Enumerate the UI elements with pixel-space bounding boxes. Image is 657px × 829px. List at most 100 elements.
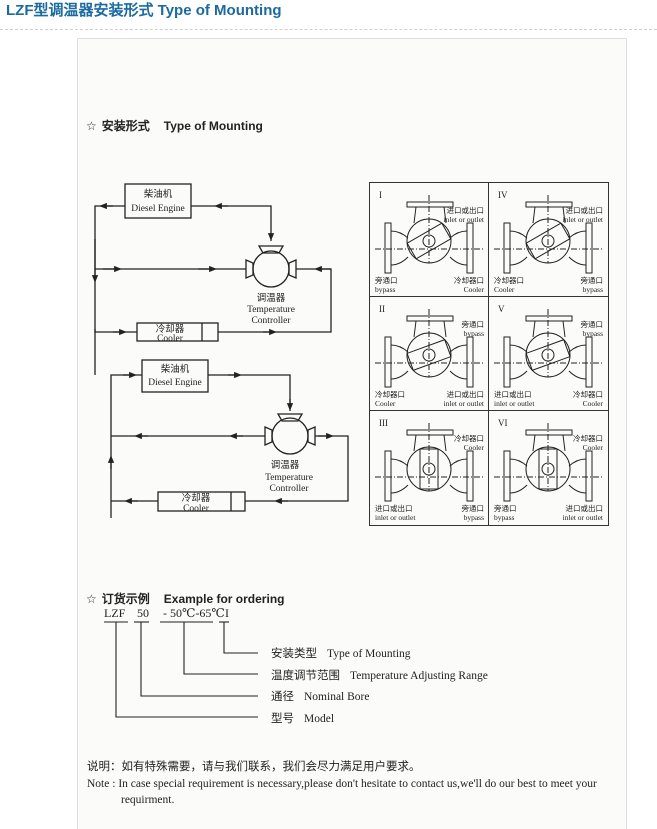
controller-label-en-2: Controller <box>251 316 291 326</box>
left-port-en: inlet or outlet <box>494 399 535 408</box>
engine-box <box>141 359 209 393</box>
valve-drawing <box>375 423 484 502</box>
top-port-zh: 旁通口 <box>462 319 485 329</box>
mounting-numeral: III <box>379 418 388 428</box>
scanned-page: ☆ 安装形式 Type of Mounting <box>78 39 626 829</box>
top-port-zh: 旁通口 <box>581 319 604 329</box>
legend-zh: 型号 <box>271 712 294 725</box>
top-port-zh: 冷却器口 <box>573 433 603 443</box>
mounting-numeral: V <box>498 304 505 314</box>
right-port-en: bypass <box>583 285 603 294</box>
right-port-en: bypass <box>464 513 484 522</box>
left-port-zh: 旁通口 <box>494 503 517 513</box>
top-port-en: Cooler <box>464 443 485 452</box>
ordering-legend-item: 通径 Nominal Bore <box>271 688 369 704</box>
top-port-en: inlet or outlet <box>563 215 604 224</box>
left-port-zh: 进口或出口 <box>375 503 413 513</box>
mounting-numeral: VI <box>498 418 508 428</box>
note-en-line2: requirment. <box>121 794 175 806</box>
flow-diagram-2 <box>107 359 349 518</box>
legend-zh: 安装类型 <box>271 648 317 660</box>
legend-en: Model <box>304 712 335 725</box>
cooler-label-en: Cooler <box>157 334 184 344</box>
flow-diagram-1-labels: 柴油机 Diesel Engine 调温器 Temperature Contro… <box>131 188 295 344</box>
top-port-en: Cooler <box>583 443 604 452</box>
left-port-zh: 冷却器口 <box>494 275 524 285</box>
left-port-zh: 进口或出口 <box>494 389 532 399</box>
ordering-heading-en: Example for ordering <box>163 592 285 606</box>
engine-label-en: Diesel Engine <box>148 378 202 388</box>
legend-en: Nominal Bore <box>304 691 370 703</box>
note-en-line1: In case special requirement is necessary… <box>118 778 597 790</box>
mounting-section-heading: ☆ 安装形式 Type of Mounting <box>86 117 263 134</box>
code-mounting: I <box>225 606 229 620</box>
mounting-numeral: IV <box>498 190 508 200</box>
controller-circle <box>252 250 290 288</box>
note-en: Note : In case special requirement is ne… <box>87 776 597 792</box>
right-port-en: inlet or outlet <box>563 513 604 522</box>
right-port-zh: 冷却器口 <box>454 275 484 285</box>
engine-label-zh: 柴油机 <box>161 363 190 375</box>
controller-label-en-1: Temperature <box>265 473 313 483</box>
top-port-en: inlet or outlet <box>444 215 485 224</box>
legend-zh: 通径 <box>271 691 294 703</box>
note-zh: 说明：如有特殊需要，请与我们联系，我们会尽力满足用户要求。 <box>87 761 421 773</box>
cooler-label-zh: 冷却器 <box>182 492 211 504</box>
right-port-en: inlet or outlet <box>444 399 485 408</box>
top-port-en: bypass <box>583 329 603 338</box>
mounting-heading-en: Type of Mounting <box>163 119 263 133</box>
controller-circle <box>271 417 309 455</box>
flow-diagram-2-labels: 柴油机 Diesel Engine 调温器 Temperature Contro… <box>148 363 313 514</box>
top-port-en: bypass <box>464 329 484 338</box>
controller-label-zh: 调温器 <box>271 460 300 471</box>
ordering-heading-zh: 订货示例 <box>101 592 150 606</box>
valve-drawing <box>494 423 603 502</box>
right-port-en: Cooler <box>583 399 604 408</box>
ordering-leader-lines <box>104 621 258 718</box>
left-port-zh: 冷却器口 <box>375 389 405 399</box>
engine-label-en: Diesel Engine <box>131 204 185 214</box>
code-model: LZF <box>104 606 126 620</box>
top-port-zh: 进口或出口 <box>447 205 485 215</box>
star-icon: ☆ <box>86 592 97 606</box>
mounting-numeral: II <box>379 304 385 314</box>
controller-label-en-1: Temperature <box>247 305 295 315</box>
top-port-zh: 冷却器口 <box>454 433 484 443</box>
ordering-legend-item: 温度调节范围 Temperature Adjusting Range <box>271 667 488 683</box>
code-temp-range: - 50℃-65℃ <box>163 606 225 620</box>
mounting-heading-zh: 安装形式 <box>101 119 150 133</box>
ordering-section-heading: ☆ 订货示例 Example for ordering <box>86 590 284 607</box>
cooler-label-zh: 冷却器 <box>156 323 185 335</box>
mounting-numeral: I <box>379 190 382 200</box>
legend-zh: 温度调节范围 <box>271 669 340 682</box>
left-port-en: Cooler <box>375 399 396 408</box>
right-port-zh: 旁通口 <box>581 275 604 285</box>
top-port-zh: 进口或出口 <box>566 205 604 215</box>
code-bore: 50 <box>137 606 149 620</box>
page-title: LZF型调温器安装形式 Type of Mounting <box>6 2 282 19</box>
flow-diagrams: 柴油机 Diesel Engine 调温器 Temperature Contro… <box>91 183 349 518</box>
star-icon: ☆ <box>86 119 97 133</box>
left-port-zh: 旁通口 <box>375 275 398 285</box>
legend-en: Type of Mounting <box>327 648 411 660</box>
ordering-legend-item: 型号 Model <box>271 710 334 726</box>
right-port-zh: 冷却器口 <box>573 389 603 399</box>
left-port-en: bypass <box>375 285 395 294</box>
valve-drawing <box>375 309 484 388</box>
left-port-en: Cooler <box>494 285 515 294</box>
valve-drawing <box>494 195 603 274</box>
controller-label-zh: 调温器 <box>257 293 286 304</box>
legend-en: Temperature Adjusting Range <box>350 669 488 682</box>
note-en-label: Note : <box>87 778 116 790</box>
cooler-label-en: Cooler <box>183 504 210 514</box>
valve-drawing <box>494 309 603 388</box>
controller-label-en-2: Controller <box>269 484 309 494</box>
right-port-en: Cooler <box>464 285 485 294</box>
left-port-en: inlet or outlet <box>375 513 416 522</box>
engine-box <box>124 183 192 219</box>
flow-diagram-1 <box>91 183 332 375</box>
